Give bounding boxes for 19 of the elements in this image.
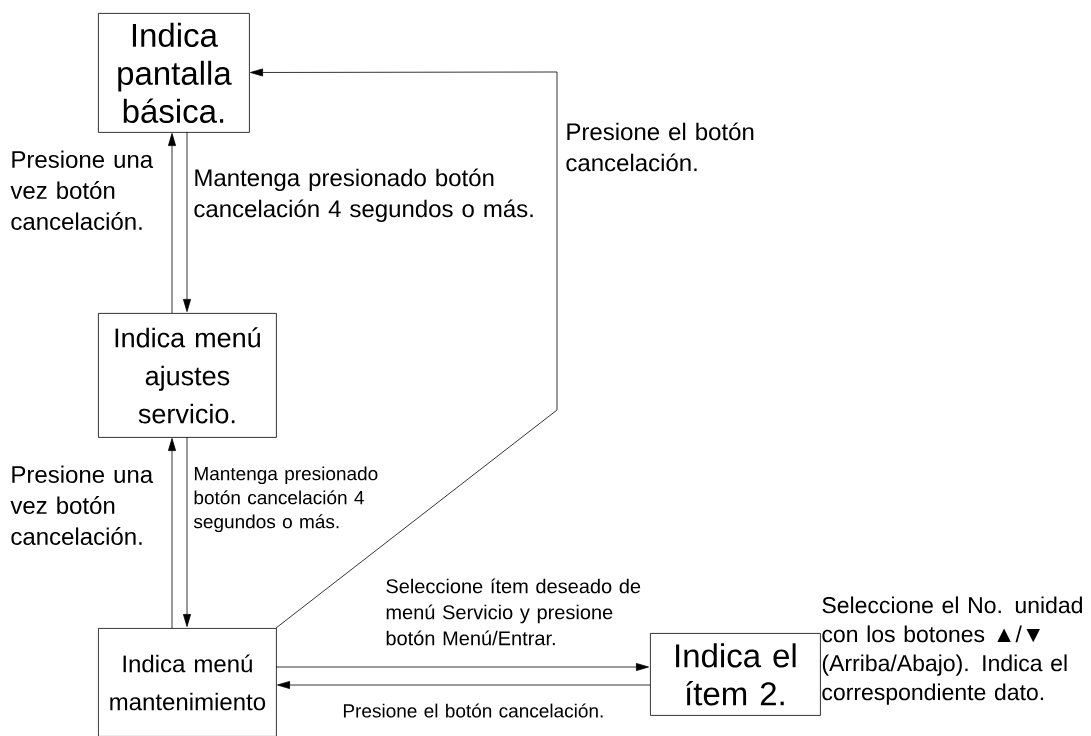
arrow	[277, 681, 651, 689]
state-box: Indica pantalla básica.	[98, 13, 250, 133]
arrow	[250, 68, 558, 629]
node-caption: Seleccione el No. unidad con los botones ▲/▼ (Arriba/Abajo). Indica el correspondiente dato.	[822, 596, 1082, 705]
edge-label: Seleccione ítem deseado de menú Servicio y presione botón Menú/Entrar.	[386, 578, 641, 646]
edge-label: Mantenga presionado botón cancelación 4 segundos o más.	[193, 466, 378, 533]
state-box: Indica menú ajustes servicio.	[98, 313, 277, 438]
edge-label: Presione el botón cancelación.	[566, 122, 754, 172]
arrow	[168, 438, 176, 629]
edge-label: Presione una vez botón cancelación.	[10, 465, 154, 546]
arrow	[183, 436, 191, 627]
edge-label: Mantenga presionado botón cancelación 4 segundos o más.	[194, 168, 533, 223]
edge-label: Presione el botón cancelación.	[343, 703, 603, 718]
edge-label: Presione una vez botón cancelación.	[10, 150, 154, 231]
state-box: Indica el ítem 2.	[650, 633, 821, 716]
arrow	[168, 133, 176, 314]
arrow	[183, 131, 191, 312]
arrow	[275, 663, 649, 671]
state-box: Indica menú mantenimiento	[98, 628, 277, 736]
